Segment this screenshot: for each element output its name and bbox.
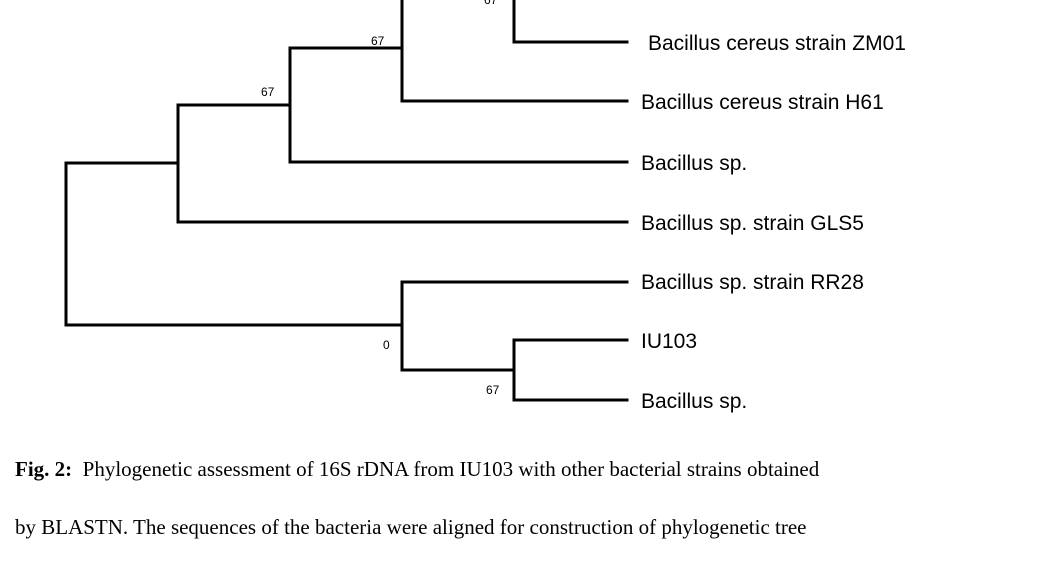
branch-node-290 bbox=[288, 46, 629, 164]
bootstrap-value: 67 bbox=[486, 383, 500, 397]
taxon-label: Bacillus cereus strain H61 bbox=[641, 91, 884, 114]
bootstrap-value: 67 bbox=[371, 34, 385, 48]
taxon-label: Bacillus cereus strain ZM01 bbox=[648, 32, 906, 55]
taxon-label: Bacillus sp. bbox=[641, 152, 747, 175]
branch-lower-clade bbox=[400, 280, 629, 372]
bootstrap-value: 0 bbox=[383, 338, 390, 352]
branch-node-514-bottom bbox=[512, 338, 629, 402]
caption-text-2: by BLASTN. The sequences of the bacteria… bbox=[15, 515, 807, 539]
taxon-labels: Bacillus cereus strain ZM01 Bacillus cer… bbox=[641, 32, 906, 413]
bootstrap-value: 67 bbox=[261, 85, 275, 99]
bootstrap-value-cropped: 67 bbox=[484, 0, 498, 7]
taxon-label: Bacillus sp. strain GLS5 bbox=[641, 212, 864, 235]
figure-label: Fig. 2: bbox=[15, 457, 73, 481]
figure-caption-line-2: by BLASTN. The sequences of the bacteria… bbox=[15, 515, 1025, 540]
branch-upper-clade bbox=[176, 103, 629, 224]
branch-node-514-top bbox=[512, 0, 629, 44]
tree-branches bbox=[64, 0, 629, 402]
branch-root bbox=[64, 161, 404, 327]
branch-node-402 bbox=[400, 0, 629, 103]
taxon-label: IU103 bbox=[641, 330, 697, 353]
figure-caption-line-1: Fig. 2: Phylogenetic assessment of 16S r… bbox=[15, 457, 1025, 482]
caption-text-1: Phylogenetic assessment of 16S rDNA from… bbox=[82, 457, 820, 481]
bootstrap-values: 67 67 67 0 bbox=[261, 34, 500, 397]
taxon-label: Bacillus sp. strain RR28 bbox=[641, 271, 864, 294]
taxon-label: Bacillus sp. bbox=[641, 390, 747, 413]
